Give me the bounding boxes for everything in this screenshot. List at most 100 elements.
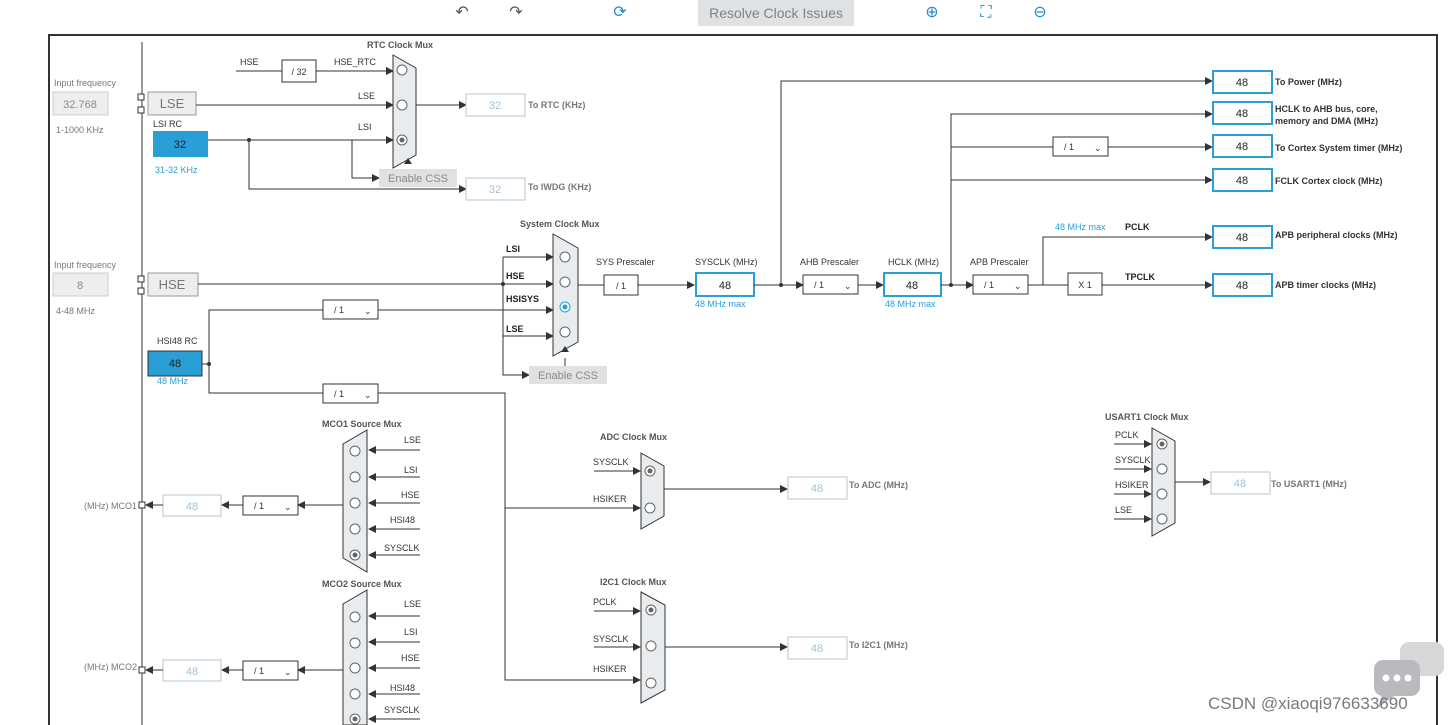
lse-block[interactable] <box>147 91 197 116</box>
rtc-hse-divider-value: / 32 <box>291 67 306 77</box>
sys-mux-radio-hse[interactable] <box>559 276 571 288</box>
i2c1-output-field[interactable] <box>787 636 848 660</box>
power-output-field[interactable] <box>1212 70 1273 94</box>
resolve-clock-issues-button[interactable]: Resolve Clock Issues <box>698 0 854 26</box>
apb-peripheral-output-label: APB peripheral clocks (MHz) <box>1275 230 1398 240</box>
apb-timer-output-field[interactable] <box>1212 273 1273 297</box>
csdn-watermark: CSDN @xiaoqi976633690 <box>1208 694 1408 713</box>
i2c1-output-label: To I2C1 (MHz) <box>849 640 908 650</box>
apb-prescaler-label: APB Prescaler <box>970 257 1029 267</box>
hclk-ahb-output-field[interactable] <box>1212 101 1273 125</box>
adc-output-field[interactable] <box>787 476 848 500</box>
apb-peripheral-output-field[interactable] <box>1212 225 1273 249</box>
i2c1-output-value: 48 <box>811 643 823 655</box>
timer-multiplier-value: X 1 <box>1078 280 1092 290</box>
power-output-label: To Power (MHz) <box>1275 77 1342 87</box>
mco2-mux-title: MCO2 Source Mux <box>322 579 402 589</box>
system-clock-mux[interactable] <box>552 233 579 357</box>
hse-pin-1 <box>137 275 145 283</box>
hclk-ahb-output-value: 48 <box>1236 108 1248 120</box>
fit-screen-icon[interactable]: ⛶ <box>980 4 992 21</box>
mco1-radio-hsi48[interactable] <box>349 523 361 535</box>
rtc-mux-radio-lse[interactable] <box>396 99 408 111</box>
mco1-radio-hse[interactable] <box>349 497 361 509</box>
lse-input-frequency-field[interactable] <box>52 91 109 116</box>
hsi48-rc-block[interactable] <box>147 350 203 377</box>
lsi-rc-label: LSI RC <box>153 119 183 129</box>
adc-mux-title: ADC Clock Mux <box>600 432 667 442</box>
usart1-radio-sysclk[interactable] <box>1156 463 1168 475</box>
sys-mux-lse-label: LSE <box>506 324 524 334</box>
usart1-output-field[interactable] <box>1210 471 1271 495</box>
sys-mux-radio-lse[interactable] <box>559 326 571 338</box>
mco2-input-lsi: LSI <box>404 627 418 637</box>
hse-input-frequency-value: 8 <box>77 280 83 292</box>
mco1-radio-lse[interactable] <box>349 445 361 457</box>
sys-enable-css-button[interactable] <box>529 366 607 384</box>
lse-pin-2 <box>137 106 145 114</box>
sys-mux-hse-label: HSE <box>506 271 525 281</box>
hclk-ahb-output-label-2: memory and DMA (MHz) <box>1275 116 1378 126</box>
zoom-in-icon[interactable]: ⊕ <box>925 4 939 21</box>
mco2-source-mux[interactable] <box>342 589 368 725</box>
power-output-value: 48 <box>1236 77 1248 89</box>
cortex-divider-value: / 1 <box>1064 142 1074 152</box>
usart1-radio-hsiker[interactable] <box>1156 488 1168 500</box>
i2c1-radio-hsiker[interactable] <box>645 677 657 689</box>
rtc-mux-radio-hse[interactable] <box>396 64 408 76</box>
refresh-icon[interactable]: ⟳ <box>613 4 627 21</box>
sys-mux-radio-lsi[interactable] <box>559 251 571 263</box>
cortex-timer-output-field[interactable] <box>1212 134 1273 158</box>
sysclk-max: 48 MHz max <box>695 299 746 309</box>
i2c1-input-hsiker: HSIKER <box>593 664 627 674</box>
hsi48-rc-value: 48 <box>169 358 181 370</box>
mco2-radio-lse[interactable] <box>349 611 361 623</box>
usart1-clock-mux[interactable] <box>1151 427 1176 537</box>
adc-output-value: 48 <box>811 483 823 495</box>
lsi-rc-block[interactable] <box>153 131 208 157</box>
sys-prescaler-label: SYS Prescaler <box>596 257 655 267</box>
rtc-output-value: 32 <box>489 100 501 112</box>
mco2-radio-lsi[interactable] <box>349 637 361 649</box>
rtc-output-label: To RTC (KHz) <box>528 100 585 110</box>
hse-input-frequency-field[interactable] <box>52 272 109 297</box>
chevron-down-icon: ⌄ <box>1014 281 1022 291</box>
fclk-output-label: FCLK Cortex clock (MHz) <box>1275 176 1383 186</box>
lsi-rc-value: 32 <box>174 139 186 151</box>
i2c1-radio-sysclk[interactable] <box>645 640 657 652</box>
adc-clock-mux[interactable] <box>640 452 665 530</box>
sysclk-value: 48 <box>719 280 731 292</box>
fclk-output-field[interactable] <box>1212 168 1273 192</box>
chevron-down-icon: ⌄ <box>1094 143 1102 153</box>
mco1-input-lsi: LSI <box>404 465 418 475</box>
i2c1-input-pclk: PCLK <box>593 597 617 607</box>
redo-icon[interactable]: ↷ <box>509 4 523 21</box>
mco1-input-hse: HSE <box>401 490 420 500</box>
lse-input-frequency-label: Input frequency <box>54 78 117 88</box>
mco2-radio-hse[interactable] <box>349 662 361 674</box>
usart1-input-sysclk: SYSCLK <box>1115 455 1151 465</box>
adc-radio-hsiker[interactable] <box>644 502 656 514</box>
mco2-label: (MHz) MCO2 <box>84 662 137 672</box>
usart1-radio-lse[interactable] <box>1156 513 1168 525</box>
hse-pin-2 <box>137 287 145 295</box>
rtc-output-field[interactable] <box>465 93 526 117</box>
chat-bubble-icon[interactable] <box>1374 642 1444 712</box>
chevron-down-icon: ⌄ <box>844 281 852 291</box>
pclk-label: PCLK <box>1125 222 1150 232</box>
hclk-label: HCLK (MHz) <box>888 257 939 267</box>
mco2-input-sysclk: SYSCLK <box>384 705 420 715</box>
system-clock-mux-title: System Clock Mux <box>520 219 600 229</box>
lse-pin-1 <box>137 93 145 101</box>
mco2-radio-hsi48[interactable] <box>349 688 361 700</box>
usart1-mux-title: USART1 Clock Mux <box>1105 412 1189 422</box>
undo-icon[interactable]: ↶ <box>455 4 469 21</box>
sys-mux-hsisys-label: HSISYS <box>506 294 539 304</box>
iwdg-output-field[interactable] <box>465 177 526 201</box>
mco1-radio-lsi[interactable] <box>349 471 361 483</box>
zoom-out-icon[interactable]: ⊖ <box>1033 4 1047 21</box>
ahb-prescaler-value: / 1 <box>814 280 824 290</box>
apb-peripheral-output-value: 48 <box>1236 232 1248 244</box>
mco2-input-hsi48: HSI48 <box>390 683 415 693</box>
rtc-enable-css-button[interactable] <box>379 169 457 187</box>
